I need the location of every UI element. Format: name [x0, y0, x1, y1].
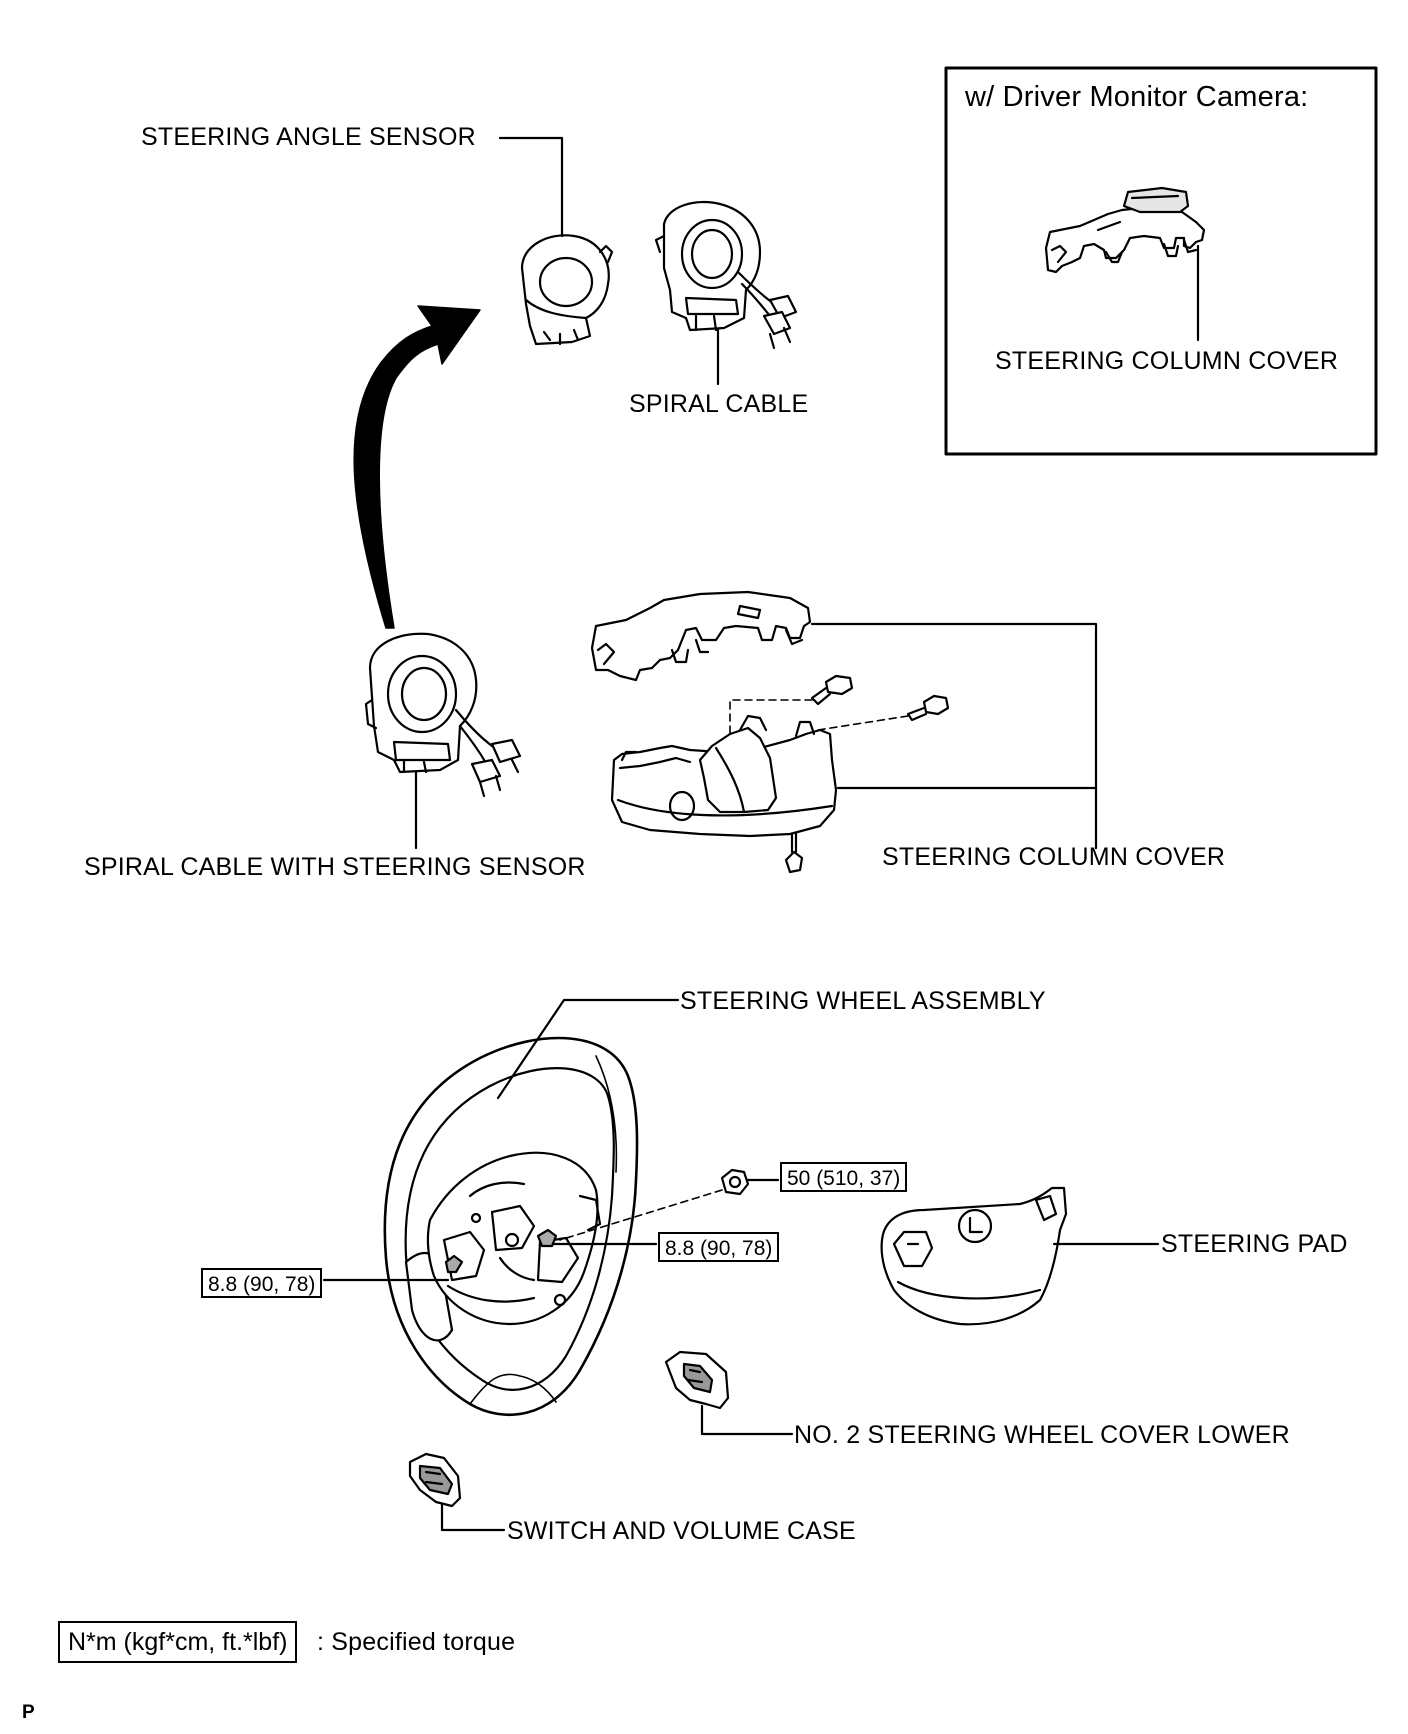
screw-dashed-1: [729, 699, 813, 755]
nut-illustration: [720, 1168, 750, 1196]
inset-title: w/ Driver Monitor Camera:: [965, 81, 1309, 113]
leader-steering-angle-sensor: [498, 136, 564, 238]
curved-arrow: [353, 305, 481, 629]
switch-volume-case-illustration: [408, 1452, 462, 1508]
screw-dashed-2: [817, 715, 909, 731]
leader-column-cover-bracket: [810, 622, 1098, 850]
spiral-cable-with-sensor-illustration: [364, 632, 522, 798]
upper-column-cover-illustration: [590, 590, 812, 682]
label-spiral-cable-with-sensor: SPIRAL CABLE WITH STEERING SENSOR: [84, 853, 586, 881]
steering-wheel-illustration: [383, 1036, 639, 1417]
leader-no2-cover-lower: [700, 1404, 794, 1436]
label-spiral-cable: SPIRAL CABLE: [629, 390, 809, 418]
spiral-cable-illustration: [654, 200, 798, 350]
label-steering-column-cover: STEERING COLUMN COVER: [882, 843, 1226, 871]
torque-left-bolt: 8.8 (90, 78): [201, 1268, 323, 1298]
legend-torque-unit: N*m (kgf*cm, ft.*lbf): [58, 1621, 298, 1663]
steering-pad-illustration: [880, 1186, 1068, 1326]
column-screws-illustration: [784, 674, 950, 874]
footer-ref: P: [22, 1702, 35, 1723]
no2-cover-lower-illustration: [664, 1350, 730, 1410]
inset-column-cover-illustration: [1044, 186, 1206, 274]
legend-specified-torque: : Specified torque: [317, 1628, 516, 1656]
steering-angle-sensor-illustration: [520, 234, 614, 346]
label-no2-steering-wheel-cover-lower: NO. 2 STEERING WHEEL COVER LOWER: [794, 1421, 1290, 1449]
torque-nut: 50 (510, 37): [780, 1162, 908, 1192]
leader-steering-wheel-assembly: [496, 998, 680, 1100]
leader-switch-volume-case: [440, 1502, 506, 1532]
torque-right-bolt: 8.8 (90, 78): [658, 1232, 780, 1262]
label-inset-column-cover: STEERING COLUMN COVER: [995, 347, 1339, 375]
label-switch-volume-case: SWITCH AND VOLUME CASE: [507, 1517, 856, 1545]
nut-dashed: [559, 1189, 723, 1241]
label-steering-pad: STEERING PAD: [1161, 1230, 1348, 1258]
lower-column-cover-illustration: [610, 714, 838, 838]
label-steering-wheel-assembly: STEERING WHEEL ASSEMBLY: [680, 987, 1046, 1015]
inset-frame: [944, 66, 1378, 456]
label-steering-angle-sensor: STEERING ANGLE SENSOR: [141, 123, 476, 151]
